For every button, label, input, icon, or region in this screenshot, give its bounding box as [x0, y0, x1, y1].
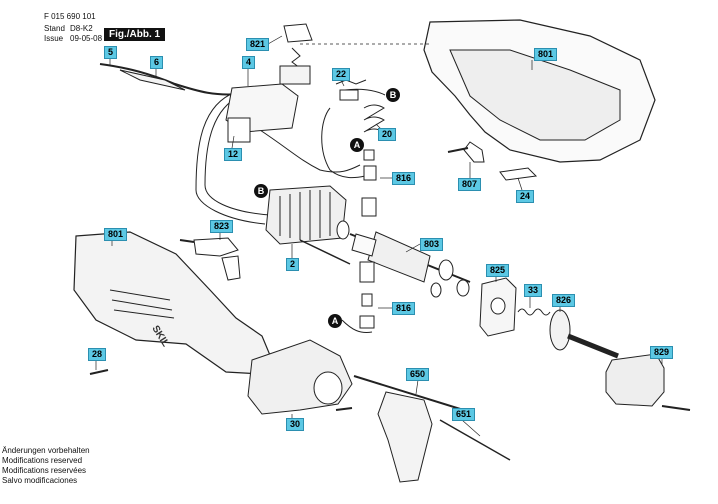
leader-821: [267, 35, 283, 45]
screw-28: [89, 369, 109, 375]
bearing-rear: [456, 279, 470, 297]
brush-816-c: [361, 197, 377, 217]
screw-30: [335, 407, 353, 411]
switch-trigger: [227, 117, 251, 143]
armature-washer: [336, 220, 350, 240]
note-fr: Modifications reservées: [2, 466, 87, 475]
screw-807: [447, 147, 469, 153]
issue-date: 09-05-08: [70, 34, 103, 43]
callout-12: 12: [224, 148, 243, 161]
connector-b-right: B: [386, 88, 400, 102]
coil-bolt: [299, 239, 351, 265]
connector-22: [339, 89, 359, 101]
brush-816-b: [363, 165, 377, 181]
callout-801-left: 801: [104, 228, 128, 241]
trigger-lever-807: [463, 141, 485, 163]
callout-825: 825: [486, 264, 510, 277]
brush-816-a: [363, 149, 375, 161]
slider-24: [499, 167, 538, 181]
cover-plate-823: [193, 237, 239, 257]
note-de: Änderungen vorbehalten: [2, 446, 90, 455]
spring-33: [517, 308, 551, 316]
connector-a-bottom: A: [328, 314, 342, 328]
wire-bundle-2: [195, 91, 266, 225]
bracket-823: [221, 255, 241, 281]
brush-holder-top: [279, 65, 311, 85]
callout-826: 826: [552, 294, 576, 307]
callout-6: 6: [150, 56, 164, 69]
spring-22: [335, 79, 367, 85]
aux-handle-650: [377, 391, 433, 483]
depth-gauge-651: [439, 419, 511, 461]
leader-12: [231, 135, 235, 149]
callout-823: 823: [210, 220, 234, 233]
carbon-cover: [283, 23, 313, 43]
callout-20: 20: [378, 128, 397, 141]
field-coil: [265, 185, 347, 245]
brush-816-d: [359, 261, 375, 283]
connector-b-left: B: [254, 184, 268, 198]
screw-823: [179, 239, 195, 243]
leader-803: [405, 243, 421, 253]
stand-value: D8-K2: [70, 24, 93, 33]
chuck-screw: [661, 405, 691, 411]
chuck-829: [605, 353, 665, 407]
connector-a-top: A: [350, 138, 364, 152]
callout-816-top: 816: [392, 172, 416, 185]
spring-clip: [291, 47, 301, 69]
modification-notes: Änderungen vorbehalten Modifications res…: [2, 446, 90, 486]
brush-816-f: [359, 315, 375, 329]
spindle-826: [567, 333, 619, 359]
leader-651: [461, 419, 481, 437]
callout-807: 807: [458, 178, 482, 191]
callout-821: 821: [246, 38, 270, 51]
callout-803: 803: [420, 238, 444, 251]
callout-829: 829: [650, 346, 674, 359]
callout-28: 28: [88, 348, 107, 361]
figure-label: Fig./Abb. 1: [104, 28, 166, 41]
brush-816-e: [361, 293, 373, 307]
depth-rod-650: [353, 375, 471, 413]
callout-22: 22: [332, 68, 351, 81]
callout-30: 30: [286, 418, 305, 431]
callout-5: 5: [104, 46, 118, 59]
callout-816-bottom: 816: [392, 302, 416, 315]
washer-a: [430, 282, 442, 298]
gear-housing-opening: [313, 371, 343, 405]
callout-24: 24: [516, 190, 535, 203]
stand-label: Stand: [44, 24, 65, 33]
note-es: Salvo modificaciones: [2, 476, 78, 485]
gear-826: [549, 309, 571, 351]
wire-to-connector-a: [341, 319, 373, 333]
issue-label: Issue: [44, 34, 64, 43]
callout-33: 33: [524, 284, 543, 297]
grip-rib: [109, 289, 175, 319]
bearing-plate-hole: [490, 297, 506, 315]
leader-24: [517, 177, 523, 191]
cord-sleeve: [119, 69, 186, 91]
callout-4: 4: [242, 56, 256, 69]
wire-to-brush: [321, 107, 366, 179]
callout-2: 2: [286, 258, 300, 271]
callout-801-top: 801: [534, 48, 558, 61]
callout-650: 650: [406, 368, 430, 381]
armature-commutator: [351, 233, 377, 257]
document-number: F 015 690 101: [44, 12, 96, 21]
power-cord: [99, 63, 241, 96]
note-en: Modifications reserved: [2, 456, 83, 465]
coil-spring-20: [363, 104, 385, 133]
wire-to-switch: [259, 129, 361, 173]
wire-bundle-1: [204, 95, 271, 216]
callout-651: 651: [452, 408, 476, 421]
bearing-front: [438, 259, 454, 281]
leader-650: [415, 379, 419, 395]
field-coil-windings: [279, 190, 331, 240]
